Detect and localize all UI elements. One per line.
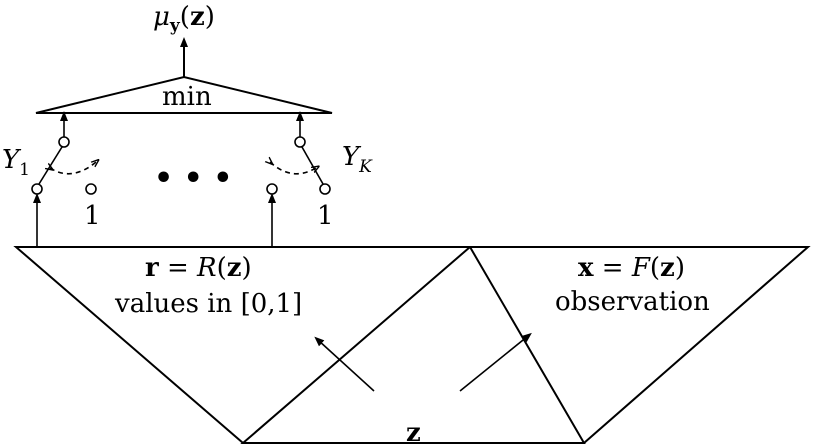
- switch-yk: YK 1: [266, 111, 373, 246]
- switch-yk-toggle-arc: [270, 162, 316, 175]
- output-mu: μ: [153, 2, 170, 32]
- r-var: r: [145, 253, 159, 283]
- z-label: z: [406, 418, 421, 448]
- switch-yk-sub: K: [358, 157, 373, 177]
- switch-y1-sub: 1: [19, 160, 30, 180]
- output-sub: y: [169, 16, 181, 36]
- r-block: [13, 246, 586, 444]
- min-block: [35, 75, 333, 114]
- switch-yk-constant-node: [266, 183, 278, 195]
- r-block-description: values in [0,1]: [114, 289, 302, 319]
- output-arg: z: [190, 2, 205, 32]
- r-open: (: [217, 253, 227, 283]
- z-to-r-arrow: [314, 336, 375, 392]
- r-block-equation: r = R(z): [145, 253, 252, 283]
- x-block-equation: x = F(z): [578, 253, 685, 283]
- output-open: (: [180, 2, 190, 32]
- switch-yk-top-node: [294, 136, 306, 148]
- switch-y1-blade: [38, 146, 63, 185]
- r-close: ): [242, 253, 252, 283]
- x-eq-sign: =: [594, 253, 632, 283]
- switch-yk-name: Y: [342, 142, 362, 172]
- x-var: x: [578, 253, 594, 283]
- x-open: (: [650, 253, 660, 283]
- output-label: μy(z): [153, 2, 215, 36]
- output-close: ): [205, 2, 215, 32]
- switch-yk-blade: [301, 146, 324, 185]
- switch-yk-bottom-node: [319, 183, 331, 195]
- z-to-x-arrow: [459, 332, 532, 392]
- switch-yk-constant-label: 1: [317, 201, 334, 231]
- switch-y1: Y1 1: [2, 111, 101, 246]
- switch-y1-name: Y: [2, 145, 22, 175]
- switch-yk-label: YK: [342, 142, 373, 177]
- x-fn: F: [631, 253, 651, 283]
- switch-y1-toggle-arc: [50, 162, 96, 175]
- switch-y1-constant-node: [85, 183, 97, 195]
- switches-ellipsis: • • •: [154, 161, 232, 196]
- switch-y1-constant-label: 1: [84, 201, 101, 231]
- r-arg: z: [227, 253, 242, 283]
- x-close: ): [675, 253, 685, 283]
- min-label: min: [162, 82, 212, 112]
- x-block-description: observation: [555, 287, 710, 317]
- switch-y1-label: Y1: [2, 145, 30, 180]
- x-block: [240, 246, 811, 444]
- x-arg: z: [660, 253, 675, 283]
- switch-y1-bottom-node: [31, 183, 43, 195]
- switch-y1-top-node: [58, 136, 70, 148]
- r-eq-sign: =: [159, 253, 197, 283]
- r-fn: R: [196, 253, 217, 283]
